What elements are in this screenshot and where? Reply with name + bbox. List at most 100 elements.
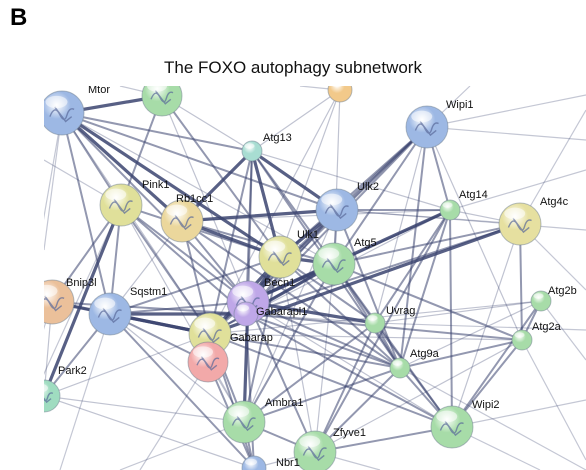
edge-pink1-park2 [44,203,123,398]
node-label-wipi1: Wipi1 [446,99,474,111]
edge-top-orange-ulk1 [279,89,341,258]
node-label-atg4c: Atg4c [540,196,569,208]
edge-mtor-ulk1 [60,111,282,259]
edge-mtor-atg13 [61,112,253,152]
edge-atg13-atg14 [251,150,451,211]
edge-offframe-5 [426,126,586,141]
node-label-atg2a: Atg2a [532,321,562,333]
node-highlight [367,315,378,321]
edge-rb1cc1-atg5 [181,220,335,265]
edge-offframe-10 [451,399,586,428]
edge-offframe-21 [521,339,586,461]
protein-structure-icon [267,250,292,267]
edge-atg2a-atg9a [399,339,523,369]
edge-offframe-0 [44,112,63,221]
edge-park2-nbr1 [44,395,255,469]
node-highlight [105,188,127,201]
edge-offframe-7 [519,109,586,225]
edge-park2-ambra1 [44,395,245,423]
edge-ulk1-zfyve1 [279,256,316,453]
edge-atg14-uvrag [374,209,451,324]
edge-pink1-gabarapl1 [120,204,247,315]
edge-offframe-14 [449,169,586,211]
protein-structure-icon [321,257,346,274]
node-zfyve1 [293,430,337,470]
protein-structure-icon [414,120,439,137]
edge-gabarapl1-uvrag [245,313,376,324]
node-highlight [244,143,255,149]
node-sqstm1 [88,292,132,336]
edge-atg14-atg9a [399,209,451,369]
node-wipi1 [405,105,449,149]
edge-bnip3l-gabarapl1 [51,301,247,315]
node-highlight [436,410,458,423]
node-label-atg9a: Atg9a [410,348,440,360]
edge-offframe-9 [540,300,586,361]
node-rb1cc1 [160,199,204,243]
protein-structure-icon [44,392,54,404]
edge-atg2b-wipi2 [451,300,542,428]
edge-sqstm1-nbr1 [109,313,255,469]
edge-ulk1-atg9a [279,256,401,369]
edge-offframe-1 [44,204,122,376]
node-label-bnip3l: Bnip3l [66,277,97,289]
edge-sqstm1-becn1 [109,301,249,315]
node-highlight [147,86,167,92]
edge-mtor-ulk2 [61,112,338,211]
node-highlight [232,285,254,298]
edge-top-orange-atg13 [251,89,341,152]
edge-atg5-atg2a [333,263,523,341]
edge-gabarap-atg9a [209,333,401,369]
edge-gabarap-wipi2 [209,333,453,428]
edge-offframe-23 [374,322,586,331]
edge-atg2b-atg9a [399,300,542,369]
node-highlight [94,297,116,310]
node-gabarapl1 [233,301,259,327]
node-highlight [332,86,342,88]
edge-uvrag-ambra1 [243,322,376,423]
node-pink1 [99,183,143,227]
edge-gabarap-atg2a [209,333,523,341]
protein-structure-icon [44,295,65,312]
node-label-nbr1: Nbr1 [276,457,300,469]
edge-wipi1-uvrag [374,126,428,324]
node-label-atg13: Atg13 [263,132,292,144]
node-gabarap-pink [187,341,229,383]
node-label-atg5: Atg5 [354,237,377,249]
node-uvrag [364,312,386,334]
edge-mtor-rb1cc1 [60,111,184,223]
node-highlight [411,110,433,123]
protein-structure-icon [97,307,122,324]
node-label-gabarap: Gabarap [230,332,273,344]
node-highlight [194,317,216,330]
node-highlight [504,207,526,220]
edge-atg4c-gabarapl1 [245,223,521,315]
protein-structure-icon [197,327,222,344]
node-highlight [228,405,250,418]
edge-offframe-22 [399,367,586,470]
node-highlight [442,202,453,208]
node-atg4c [498,202,542,246]
node-atg14 [439,199,461,221]
node-highlight [264,240,286,253]
node-label-pink1: Pink1 [142,179,170,191]
edge-offframe-13 [336,209,586,231]
edge-wipi2-zfyve1 [314,426,453,453]
node-circle-top-orange [327,86,353,103]
node-atg5 [312,242,356,286]
edge-atg2a-zfyve1 [314,339,523,453]
node-top-orange [327,86,353,103]
node-label-mtor: Mtor [88,86,110,96]
node-label-ulk2: Ulk2 [357,181,379,193]
node-label-wipi2: Wipi2 [472,399,500,411]
edge-rb1cc1-atg14 [181,209,451,222]
protein-structure-icon [302,445,327,462]
node-highlight [193,346,213,358]
edge-atg5-ambra1 [243,263,335,423]
edge-gabarapl1-atg9a [245,313,401,369]
node-top-green [141,86,183,117]
node-highlight [318,247,340,260]
node-label-park2: Park2 [58,365,87,377]
edge-layer [44,86,586,470]
